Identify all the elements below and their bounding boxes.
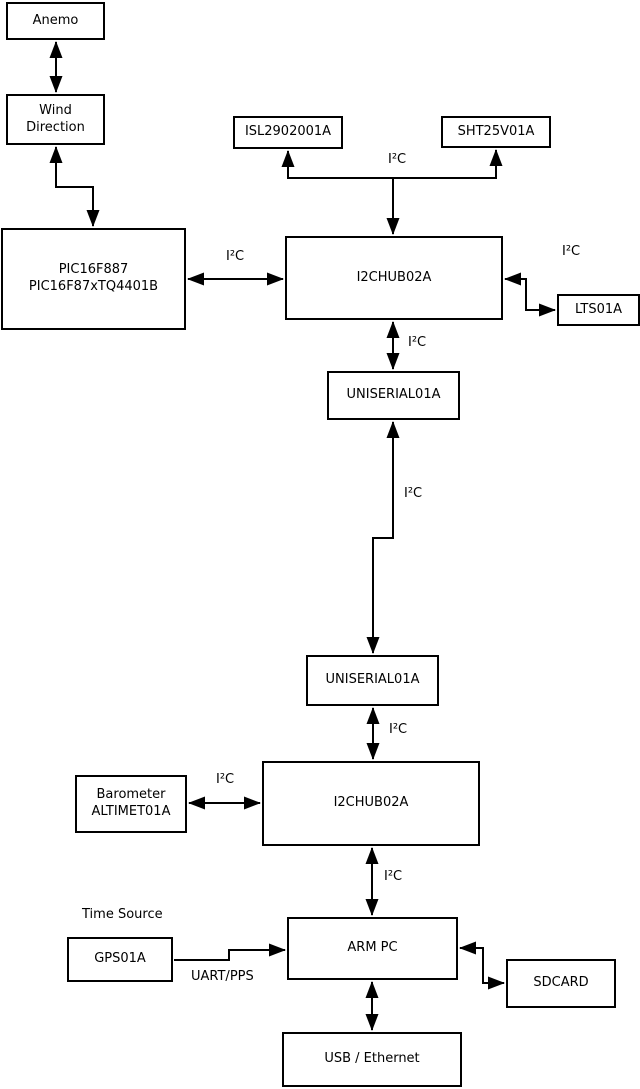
node-uniserial01a-lower-label: UNISERIAL01A: [325, 672, 420, 688]
node-isl2902001a: ISL2902001A: [233, 116, 343, 149]
node-usb-ethernet-label: USB / Ethernet: [324, 1051, 420, 1067]
node-sdcard: SDCARD: [506, 959, 616, 1008]
node-sht25v01a: SHT25V01A: [441, 116, 551, 148]
node-anemo-label: Anemo: [32, 12, 79, 28]
node-arm-pc-label: ARM PC: [347, 940, 398, 956]
node-usb-ethernet: USB / Ethernet: [282, 1032, 462, 1087]
node-isl2902001a-label: ISL2902001A: [244, 124, 332, 140]
edge-label-i2c-lts: I²C: [562, 244, 581, 259]
node-sdcard-label: SDCARD: [533, 975, 589, 991]
node-anemo: Anemo: [6, 2, 105, 40]
edge-label-uart-pps: UART/PPS: [191, 969, 254, 984]
node-pic16f887: PIC16F887 PIC16F87xTQ4401B: [1, 228, 186, 330]
node-i2chub02a-lower-label: I2CHUB02A: [333, 795, 409, 811]
node-barometer-line1: Barometer: [96, 787, 166, 803]
edge-wind-pic: [49, 146, 100, 227]
node-pic16f887-line2: PIC16F87xTQ4401B: [28, 279, 159, 294]
edge-label-i2c-sensors: I²C: [388, 152, 407, 167]
node-lts01a: LTS01A: [557, 294, 640, 326]
node-uniserial01a-lower: UNISERIAL01A: [306, 655, 439, 706]
edge-armpc-sdcard: [459, 941, 505, 990]
node-wind-direction: Wind Direction: [6, 94, 105, 145]
node-arm-pc: ARM PC: [287, 917, 458, 980]
edge-label-i2c-hub1-uniserial1: I²C: [408, 335, 427, 350]
node-wind-direction-line1: Wind: [39, 102, 72, 118]
node-pic16f887-line1: PIC16F887: [58, 262, 129, 278]
node-gps01a: GPS01A: [67, 937, 173, 982]
node-uniserial01a-upper: UNISERIAL01A: [327, 371, 460, 420]
node-barometer-line2: ALTIMET01A: [91, 804, 171, 819]
edge-label-i2c-pic: I²C: [226, 249, 245, 264]
node-wind-direction-line2: Direction: [26, 119, 85, 135]
node-i2chub02a-upper: I2CHUB02A: [285, 236, 503, 320]
edge-label-time-source: Time Source: [82, 907, 163, 922]
node-i2chub02a-upper-label: I2CHUB02A: [356, 269, 432, 285]
edge-hub1-lts: [504, 272, 556, 317]
edge-label-i2c-barometer: I²C: [216, 772, 235, 787]
node-i2chub02a-lower: I2CHUB02A: [262, 761, 480, 846]
node-barometer-altimet01a: Barometer ALTIMET01A: [75, 775, 187, 833]
edge-label-i2c-hub2-armpc: I²C: [384, 869, 403, 884]
node-uniserial01a-upper-label: UNISERIAL01A: [346, 387, 441, 403]
edge-gps-armpc: [174, 943, 286, 961]
edge-uniserial1-uniserial2: [366, 421, 400, 654]
node-lts01a-label: LTS01A: [574, 301, 623, 317]
node-sht25v01a-label: SHT25V01A: [457, 123, 535, 139]
edge-label-i2c-uniserial-link: I²C: [404, 486, 423, 501]
node-gps01a-label: GPS01A: [94, 951, 146, 967]
edge-label-i2c-uniserial2-hub2: I²C: [389, 722, 408, 737]
